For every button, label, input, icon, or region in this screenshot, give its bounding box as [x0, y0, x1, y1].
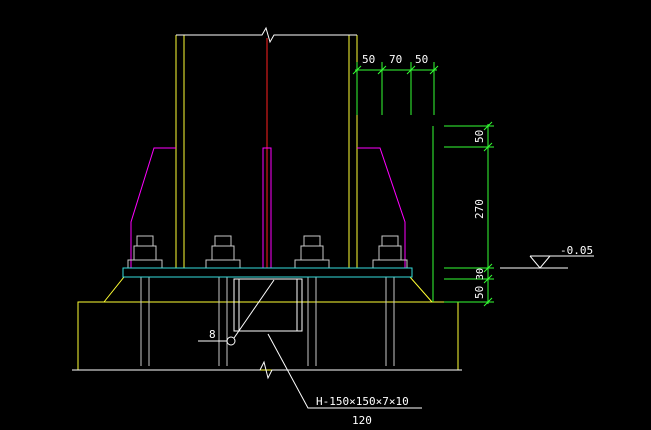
anchor-label: 8	[209, 328, 216, 341]
elevation-label: -0.05	[560, 244, 593, 257]
foundation-block	[77, 301, 459, 371]
anchor-leader	[198, 279, 275, 346]
stiffeners	[130, 147, 406, 269]
foundation	[72, 276, 462, 380]
top-dim-1: 50	[362, 53, 375, 66]
stiffener-left	[130, 147, 176, 268]
top-dim-2: 70	[389, 53, 402, 66]
base-plate	[122, 267, 413, 278]
vert-dim-3: 30	[475, 268, 486, 280]
top-dimension	[352, 62, 439, 115]
top-dim-3: 50	[415, 53, 428, 66]
vert-dim-1: 50	[473, 130, 486, 143]
anchor-bolt-2	[205, 235, 241, 366]
foundation-break-line	[72, 360, 462, 380]
section-sub-label: 120	[352, 414, 372, 427]
anchor-bolt-4	[372, 235, 408, 366]
vert-dim-4: 50	[473, 286, 486, 299]
shear-key	[233, 278, 303, 332]
elevation-mark	[500, 255, 594, 269]
anchor-bolt-3	[294, 235, 330, 366]
vert-dim-2: 270	[473, 199, 486, 219]
anchor-bolt-1	[127, 235, 163, 366]
vertical-dimension	[432, 121, 494, 307]
stiffener-right	[357, 147, 406, 268]
section-callout	[267, 333, 422, 409]
section-label: H-150×150×7×10	[316, 395, 409, 408]
anchor-bolts	[127, 235, 408, 366]
column-top-break-line	[176, 26, 357, 44]
